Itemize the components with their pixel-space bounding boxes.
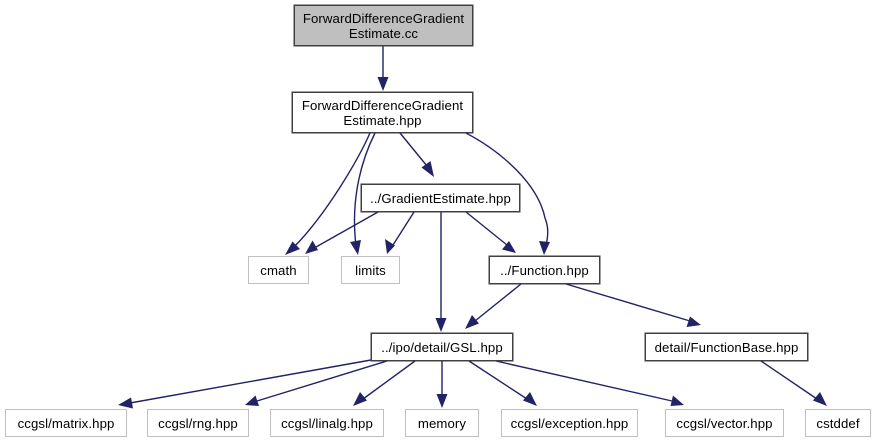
node-detail-functionbase-hpp[interactable]: detail/FunctionBase.hpp	[645, 333, 808, 361]
node-gradientestimate-hpp[interactable]: ../GradientEstimate.hpp	[361, 184, 520, 212]
node-ccgsl-vector-hpp[interactable]: ccgsl/vector.hpp	[665, 409, 784, 437]
edge-gradient-estimate-to-limits	[385, 211, 415, 254]
edge-gradient-estimate-to-cmath	[305, 211, 379, 254]
edge-gsl-hpp-to-ccgsl-exception	[468, 360, 537, 406]
node-limits[interactable]: limits	[341, 256, 400, 284]
edge-fdge-hpp-to-function-hpp	[465, 132, 550, 255]
edge-function-hpp-to-function-base	[565, 283, 701, 327]
edge-gsl-hpp-to-ccgsl-rng	[245, 360, 388, 406]
edge-gradient-estimate-to-function-hpp	[465, 211, 516, 253]
node-ipo-detail-gsl-hpp[interactable]: ../ipo/detail/GSL.hpp	[371, 333, 513, 361]
node-ccgsl-exception-hpp[interactable]: ccgsl/exception.hpp	[501, 409, 638, 437]
node-forwarddifferencegradientestimate-cc[interactable]: ForwardDifferenceGradient Estimate.cc	[294, 5, 473, 46]
edge-fdge-hpp-to-limits	[350, 132, 376, 255]
node-cstddef[interactable]: cstddef	[805, 409, 871, 437]
edge-function-hpp-to-gsl-hpp	[465, 283, 522, 329]
node-ccgsl-rng-hpp[interactable]: ccgsl/rng.hpp	[147, 409, 249, 437]
edge-function-base-to-cstddef	[760, 360, 827, 406]
edge-gsl-hpp-to-ccgsl-vector	[495, 360, 684, 406]
node-cmath[interactable]: cmath	[248, 256, 309, 284]
node-function-hpp[interactable]: ../Function.hpp	[489, 256, 600, 284]
edge-gsl-hpp-to-memory	[436, 361, 448, 408]
edge-fdge-hpp-to-cmath	[285, 132, 371, 255]
node-forwarddifferencegradientestimate-hpp[interactable]: ForwardDifferenceGradient Estimate.hpp	[292, 92, 473, 133]
edge-gsl-hpp-to-ccgsl-matrix	[118, 359, 372, 409]
edge-fdge-hpp-to-gradient-estimate	[399, 132, 434, 177]
edge-gsl-hpp-to-ccgsl-linalg	[353, 360, 416, 406]
node-memory[interactable]: memory	[405, 409, 479, 437]
edge-fdge-cc-to-fdge-hpp	[377, 46, 389, 91]
edge-gradient-estimate-to-gsl-hpp	[435, 212, 447, 332]
node-ccgsl-linalg-hpp[interactable]: ccgsl/linalg.hpp	[270, 409, 384, 437]
node-ccgsl-matrix-hpp[interactable]: ccgsl/matrix.hpp	[5, 409, 127, 437]
